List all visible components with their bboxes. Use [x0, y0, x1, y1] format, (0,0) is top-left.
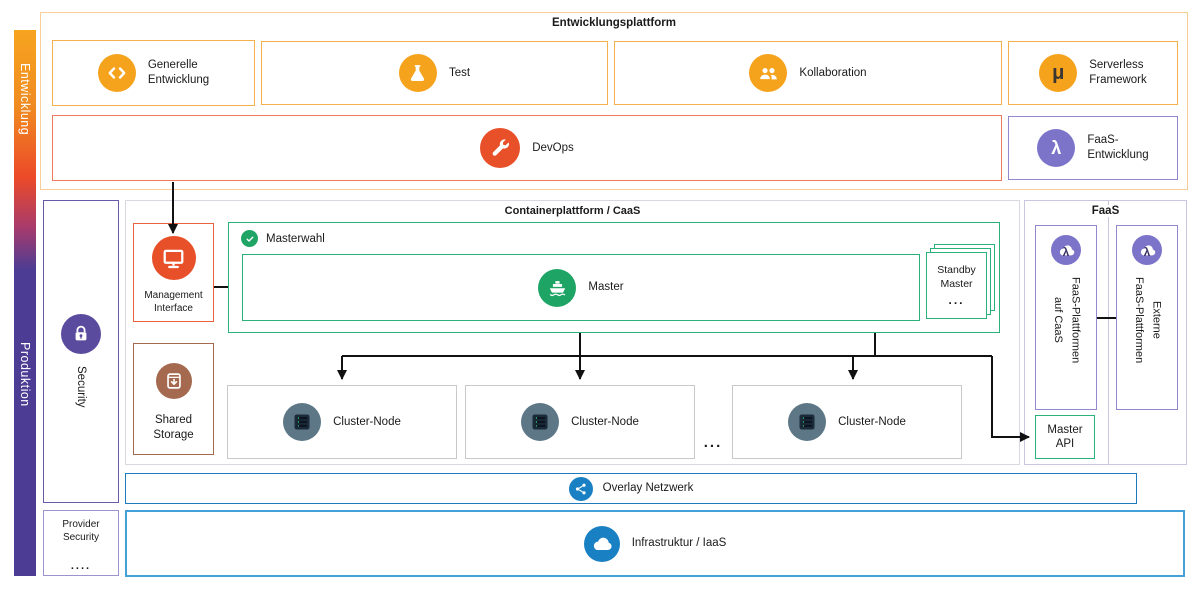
development-phase-label: Entwicklung [18, 63, 32, 136]
check-circle-icon [241, 230, 258, 247]
mu-icon: μ [1039, 54, 1078, 92]
lifecycle-gradient-bar: Entwicklung Produktion [14, 30, 36, 576]
cluster-node-label: Cluster-Node [838, 415, 906, 428]
code-icon [97, 54, 136, 92]
test-box: Test [261, 41, 608, 105]
cluster-node-label: Cluster-Node [333, 415, 401, 428]
general-development-label: Generelle Entwicklung [147, 59, 210, 86]
wrench-icon [480, 128, 521, 168]
cloud-icon [583, 525, 620, 562]
masterwahl-header: Masterwahl [241, 230, 325, 247]
collaboration-label: Kollaboration [799, 66, 867, 79]
faas-on-caas-box: λ FaaS-Plattformen auf CaaS [1035, 225, 1097, 410]
security-box: Security [43, 200, 119, 503]
devops-box: DevOps [52, 115, 1002, 181]
faas-development-box: λ FaaS- Entwicklung [1008, 116, 1178, 180]
external-faas-box: λ Externe FaaS-Plattformen [1116, 225, 1178, 410]
cloud-lambda-icon: λ [1132, 235, 1162, 265]
people-icon [749, 54, 788, 92]
master-api-label: Master API [1047, 423, 1083, 450]
security-label: Security [75, 365, 87, 408]
ship-icon [538, 268, 577, 307]
devops-label: DevOps [532, 141, 574, 154]
external-faas-label: Externe FaaS-Plattformen [1133, 277, 1163, 364]
shared-storage-box: Shared Storage [133, 343, 214, 455]
share-network-icon [568, 476, 593, 501]
provider-security-ellipsis: .... [70, 560, 92, 572]
monitor-icon [151, 236, 196, 280]
master-box: Master [242, 254, 920, 321]
masterwahl-label: Masterwahl [266, 232, 325, 245]
faas-title: FaaS [1086, 205, 1125, 217]
standby-master-box: Standby Master ... [926, 252, 987, 319]
lambda-icon: λ [1037, 129, 1076, 167]
overlay-network-bar: Overlay Netzwerk [125, 473, 1137, 504]
provider-security-label: Provider Security [62, 519, 100, 543]
provider-security-box: Provider Security .... [43, 510, 119, 576]
faas-development-label: FaaS- Entwicklung [1087, 134, 1149, 161]
lock-icon [61, 313, 101, 354]
cluster-node-box: Cluster-Node [227, 385, 457, 459]
server-icon [283, 403, 322, 441]
master-label: Master [588, 281, 624, 294]
masterwahl-box: Masterwahl Master [228, 222, 1000, 333]
cluster-node-label: Cluster-Node [571, 415, 639, 428]
test-label: Test [448, 66, 471, 79]
management-interface-label: Management Interface [144, 290, 203, 314]
storage-box-icon [155, 363, 192, 400]
overlay-network-label: Overlay Netzwerk [602, 482, 694, 495]
caas-platform-title: Containerplattform / CaaS [504, 205, 641, 217]
master-api-box: Master API [1035, 415, 1095, 459]
general-development-box: Generelle Entwicklung [52, 40, 255, 106]
faas-divider [1108, 201, 1109, 464]
standby-master-label: Standby Master [937, 263, 976, 290]
faas-on-caas-label: FaaS-Plattformen auf CaaS [1052, 277, 1082, 364]
cluster-nodes-ellipsis: ... [703, 434, 723, 451]
dev-platform-title: Entwicklungsplattform [552, 17, 676, 29]
serverless-framework-label: Serverless Framework [1089, 59, 1147, 86]
shared-storage-label: Shared Storage [153, 414, 194, 441]
cloud-lambda-icon: λ [1051, 235, 1081, 265]
server-icon [788, 403, 827, 441]
production-phase-label: Produktion [18, 342, 32, 407]
cluster-node-box: Cluster-Node [732, 385, 962, 459]
server-icon [521, 403, 560, 441]
collaboration-box: Kollaboration [614, 41, 1002, 105]
infrastructure-bar: Infrastruktur / IaaS [125, 510, 1185, 577]
standby-master-ellipsis: ... [948, 293, 965, 308]
cluster-node-box: Cluster-Node [465, 385, 695, 459]
serverless-framework-box: μ Serverless Framework [1008, 41, 1178, 105]
flask-icon [398, 54, 437, 92]
infrastructure-label: Infrastruktur / IaaS [631, 537, 727, 550]
management-interface-box: Management Interface [133, 223, 214, 322]
